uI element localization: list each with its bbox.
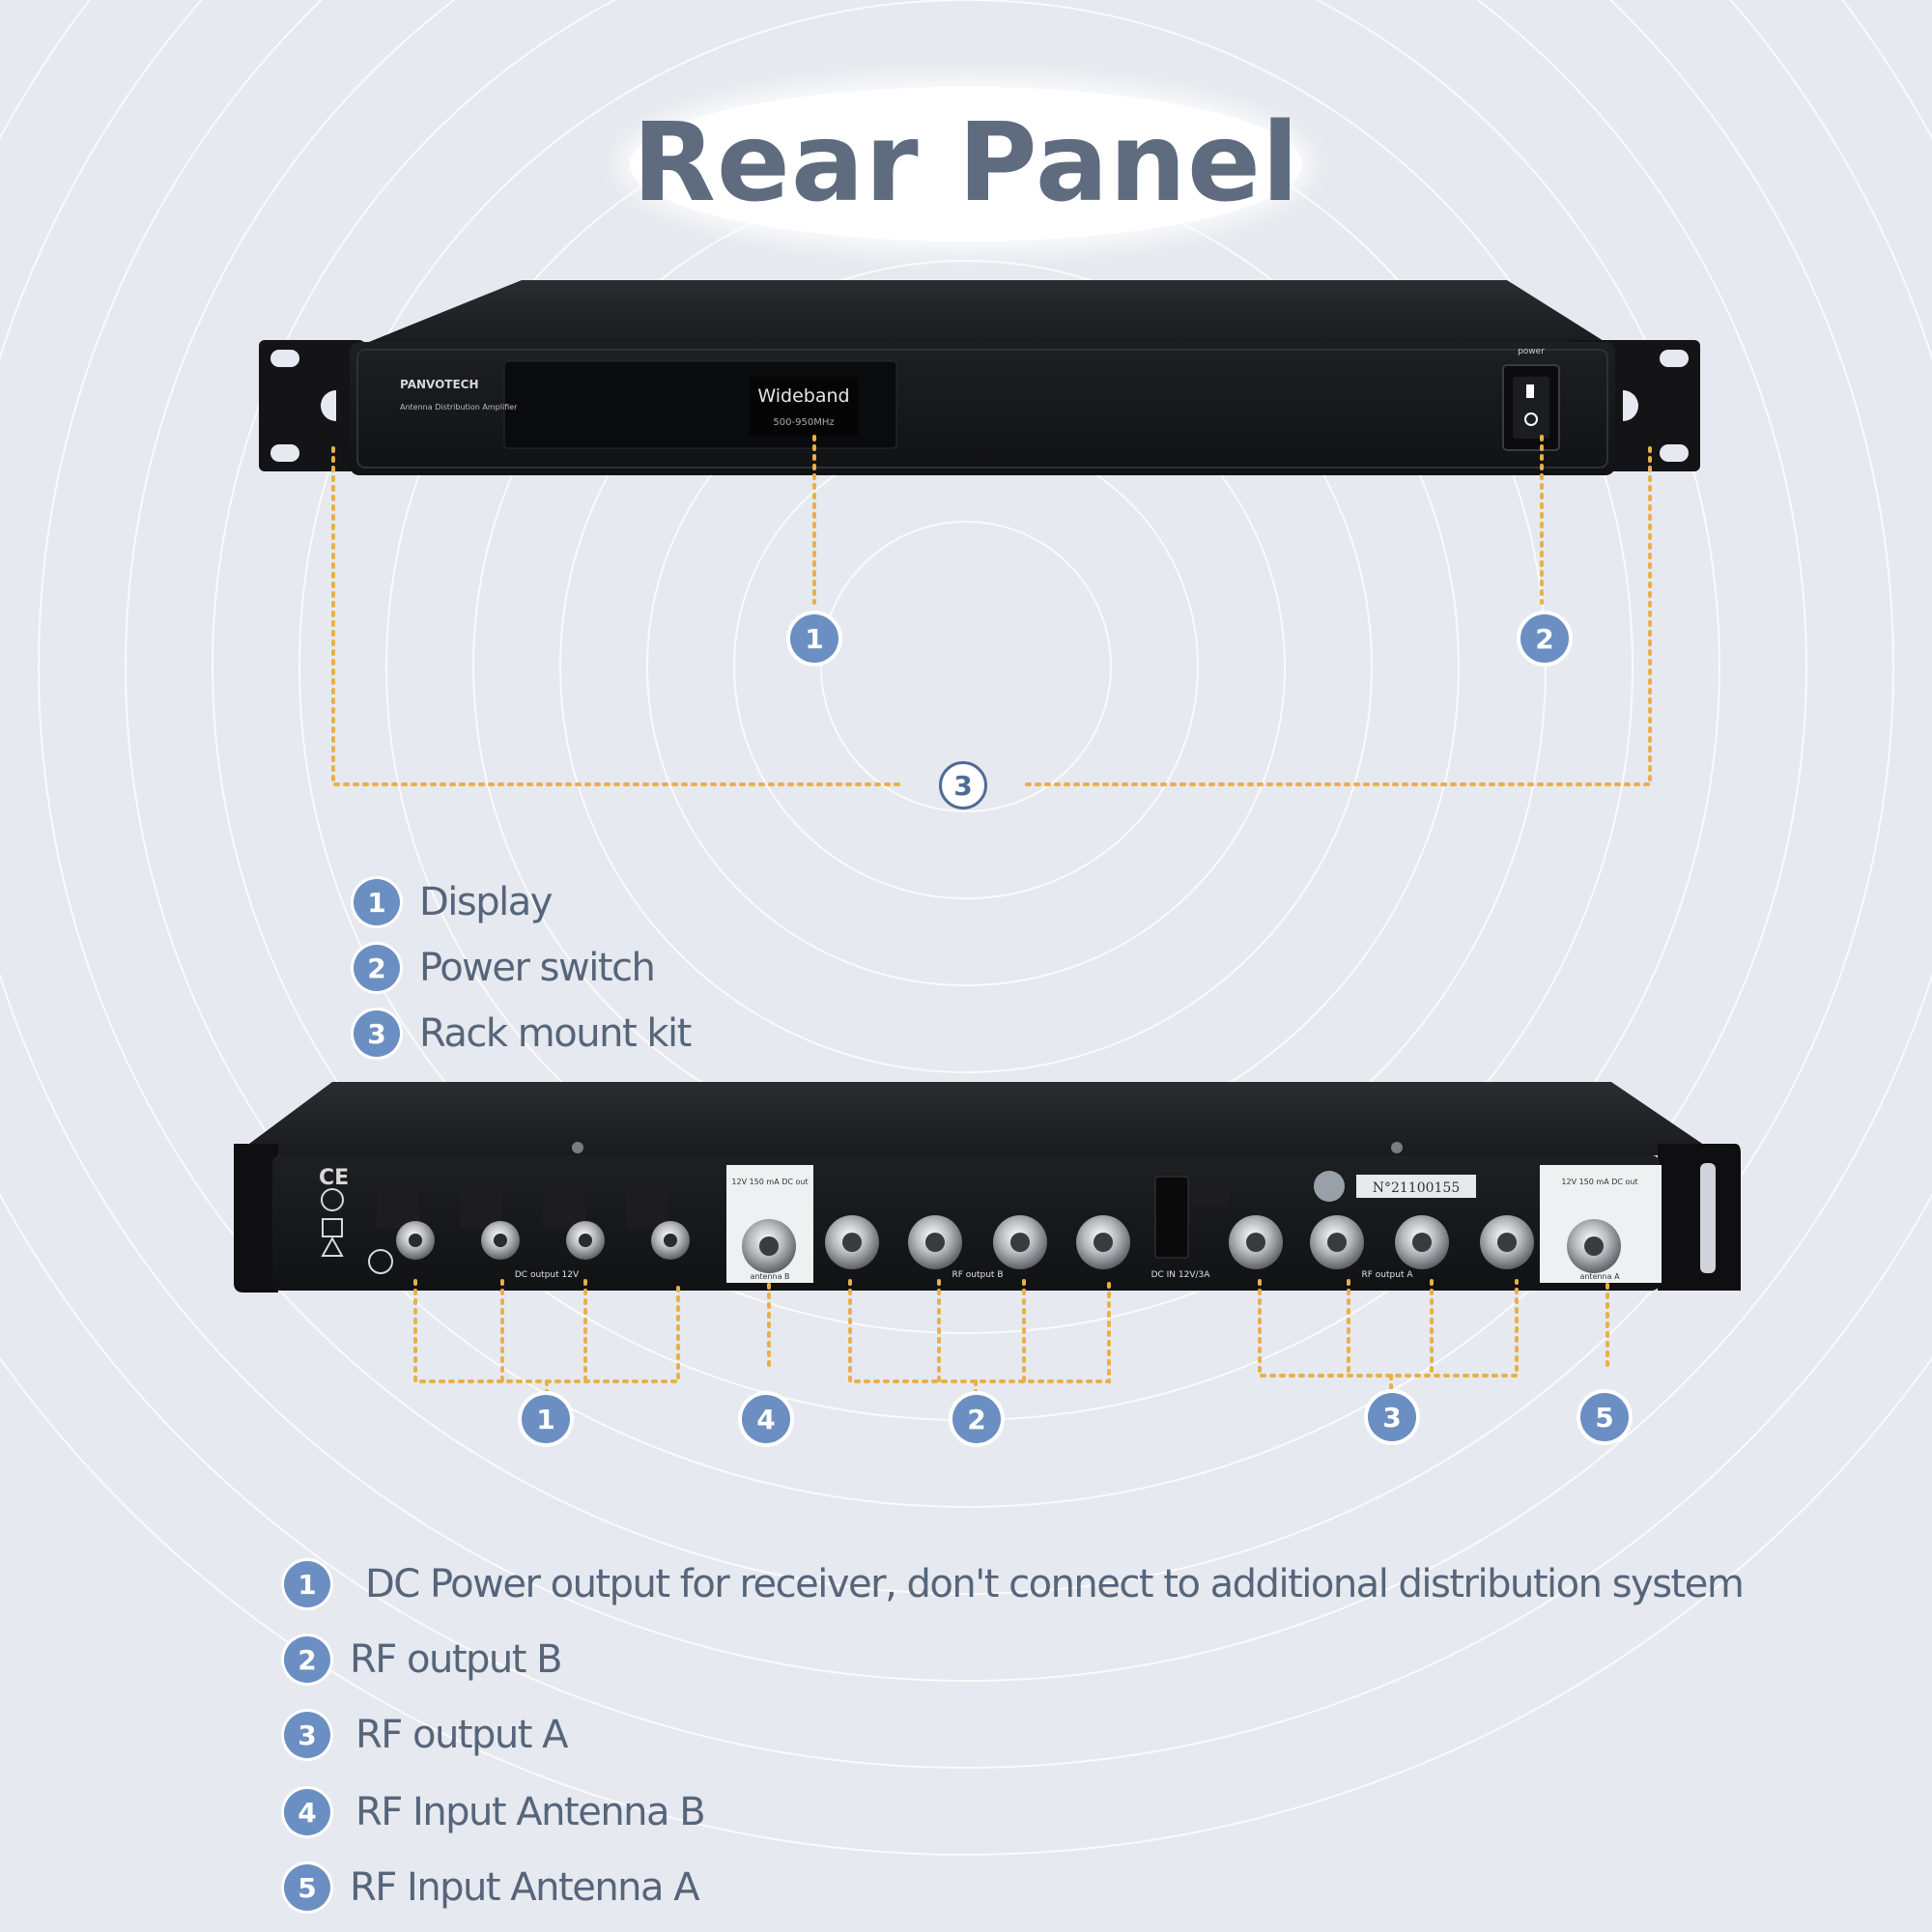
rack-ear-left (259, 340, 365, 471)
legend-item-dc-power-output: 1 DC Power output for receiver, don't co… (284, 1561, 1745, 1607)
rack-ear-hole (270, 444, 299, 462)
front-callout-power-switch: 2 (1520, 614, 1569, 663)
rf-output-a-label: RF output A (1362, 1270, 1414, 1280)
front-unit (259, 280, 1700, 475)
legend-item-rf-input-antenna-b: 4 RF Input Antenna B (284, 1789, 706, 1835)
legend-item-power-switch: 2 Power switch (354, 945, 656, 991)
legend-item-rf-input-antenna-a: 5 RF Input Antenna A (284, 1864, 700, 1911)
brand-text: PANVOTECH (400, 378, 479, 391)
legend-item-rf-output-a: 3 RF output A (284, 1712, 569, 1758)
legend-badge: 2 (284, 1636, 330, 1683)
legend-label: Display (419, 880, 553, 924)
legend-badge: 4 (284, 1789, 330, 1835)
legend-item-display: 1 Display (354, 879, 553, 925)
legend-badge: 1 (354, 879, 400, 925)
dc-output-connectors (377, 1190, 690, 1260)
rear-callout-rf-output-b: 2 (952, 1395, 1001, 1443)
dc-output-label: DC output 12V (515, 1270, 580, 1280)
antenna-b-label: antenna B (750, 1272, 789, 1281)
rf-output-b-label: RF output B (952, 1270, 1003, 1280)
legend-badge: 2 (354, 945, 400, 991)
rf-output-a-connectors (1229, 1215, 1534, 1269)
legend-badge: 1 (284, 1561, 330, 1607)
legend-label: RF output B (350, 1637, 563, 1682)
qc-sticker (1314, 1171, 1345, 1202)
display-sub-text: 500-950MHz (773, 417, 834, 428)
legend-label: Power switch (419, 946, 656, 990)
rear-handle-right (1658, 1144, 1741, 1291)
display-main-text: Wideband (757, 385, 849, 407)
legend-label: DC Power output for receiver, don't conn… (365, 1562, 1745, 1606)
legend-label: RF Input Antenna A (350, 1865, 700, 1910)
front-callout-display: 1 (790, 614, 838, 663)
product-text: Antenna Distribution Amplifier (400, 403, 518, 412)
certification-marks: CE (319, 1166, 393, 1274)
rack-ear-hole (270, 350, 299, 367)
antenna-b-spec: 12V 150 mA DC out (731, 1178, 808, 1186)
rack-ear-hole (1660, 350, 1689, 367)
legend-label: RF output A (355, 1713, 569, 1757)
rear-face (272, 1155, 1660, 1291)
page-title: Rear Panel (632, 100, 1300, 226)
rear-callout-antenna-a: 5 (1580, 1393, 1629, 1441)
front-unit-top-face (359, 280, 1611, 346)
title-background (630, 87, 1302, 242)
dc-in-label: DC IN 12V/3A (1151, 1270, 1211, 1280)
rack-ear-hole (1660, 444, 1689, 462)
power-label: power (1518, 347, 1545, 356)
legend-item-rf-output-b: 2 RF output B (284, 1636, 563, 1683)
rear-leader-lines (413, 1279, 1609, 1408)
legend-label: RF Input Antenna B (355, 1790, 706, 1834)
front-leader-lines (331, 435, 1652, 786)
rear-callout-rf-output-a: 3 (1368, 1393, 1416, 1441)
legend-badge: 3 (354, 1010, 400, 1057)
rear-callout-dc-output: 1 (522, 1395, 570, 1443)
front-callout-rack-mount: 3 (939, 761, 987, 810)
serial-plate (1356, 1175, 1476, 1198)
legend-badge: 3 (284, 1712, 330, 1758)
rear-callout-antenna-b: 4 (742, 1395, 790, 1443)
rack-ear-slot (321, 390, 336, 421)
antenna-a-label: antenna A (1579, 1272, 1620, 1281)
rear-unit-top-face (234, 1082, 1719, 1155)
antenna-a-spec: 12V 150 mA DC out (1561, 1178, 1637, 1186)
rear-unit: CE (234, 1082, 1741, 1293)
rear-handle-left (234, 1144, 278, 1293)
legend-label: Rack mount kit (419, 1011, 692, 1056)
legend-badge: 5 (284, 1864, 330, 1911)
dc-in-jack (1154, 1176, 1189, 1259)
rack-ear-slot (1623, 390, 1638, 421)
display-screen (750, 377, 858, 437)
serial-number: N°21100155 (1373, 1180, 1461, 1196)
legend-item-rack-mount: 3 Rack mount kit (354, 1010, 692, 1057)
rf-output-b-connectors (825, 1215, 1130, 1269)
svg-text:CE: CE (319, 1166, 349, 1190)
